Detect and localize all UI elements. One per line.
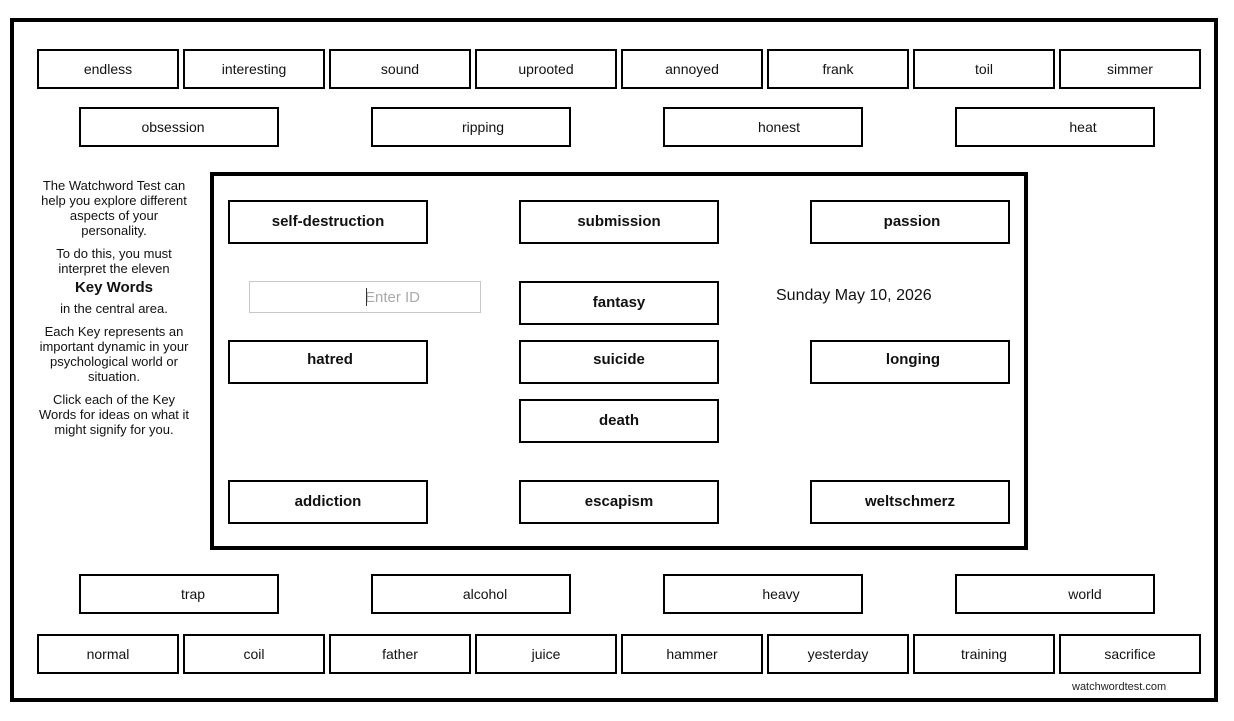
word-label: ripping <box>461 119 505 135</box>
key-word-label: longing <box>885 350 941 368</box>
word-button[interactable]: heat <box>955 107 1155 147</box>
key-word-label: passion <box>883 212 941 230</box>
word-label: heat <box>1069 119 1097 135</box>
word-label: coil <box>243 646 265 662</box>
word-button[interactable]: yesterday <box>767 634 909 674</box>
word-label: uprooted <box>518 61 574 77</box>
word-label: training <box>961 646 1007 662</box>
key-word-death[interactable]: death <box>519 399 719 443</box>
word-label: world <box>1068 586 1102 602</box>
word-button[interactable]: training <box>913 634 1055 674</box>
word-button[interactable]: coil <box>183 634 325 674</box>
word-button[interactable]: frank <box>767 49 909 89</box>
word-label: trap <box>180 586 206 602</box>
word-button[interactable]: father <box>329 634 471 674</box>
each-key-text: Each Key represents an important dynamic… <box>39 324 189 384</box>
key-word-longing[interactable]: longing <box>810 340 1010 384</box>
word-label: simmer <box>1107 61 1153 77</box>
word-label: yesterday <box>807 646 869 662</box>
word-label: annoyed <box>665 61 719 77</box>
word-label: interesting <box>221 61 287 77</box>
word-label: hammer <box>666 646 718 662</box>
key-word-submission[interactable]: submission <box>519 200 719 244</box>
text-caret <box>366 288 367 306</box>
word-label: endless <box>83 61 133 77</box>
key-word-label: death <box>598 411 639 429</box>
key-word-label: suicide <box>593 350 645 368</box>
word-button[interactable]: normal <box>37 634 179 674</box>
word-label: alcohol <box>462 586 508 602</box>
instruction-text: To do this, you must interpret the eleve… <box>56 246 172 276</box>
key-word-label: self-destruction <box>271 212 385 230</box>
word-button[interactable]: world <box>955 574 1155 614</box>
word-label: obsession <box>141 119 205 135</box>
word-button[interactable]: simmer <box>1059 49 1201 89</box>
word-button[interactable]: obsession <box>79 107 279 147</box>
word-label: juice <box>531 646 561 662</box>
word-button[interactable]: sound <box>329 49 471 89</box>
key-word-self-destruction[interactable]: self-destruction <box>228 200 428 244</box>
word-label: toil <box>975 61 993 77</box>
intro-text: The Watchword Test can help you explore … <box>41 178 187 238</box>
key-word-label: weltschmerz <box>864 492 956 510</box>
key-word-escapism[interactable]: escapism <box>519 480 719 524</box>
word-button[interactable]: sacrifice <box>1059 634 1201 674</box>
word-button[interactable]: trap <box>79 574 279 614</box>
word-button[interactable]: heavy <box>663 574 863 614</box>
instruction-text-end: in the central area. <box>60 301 168 316</box>
word-button[interactable]: endless <box>37 49 179 89</box>
word-label: frank <box>822 61 854 77</box>
word-button[interactable]: annoyed <box>621 49 763 89</box>
key-word-label: escapism <box>584 492 654 510</box>
word-button[interactable]: alcohol <box>371 574 571 614</box>
key-word-weltschmerz[interactable]: weltschmerz <box>810 480 1010 524</box>
key-word-label: hatred <box>307 350 353 368</box>
word-button[interactable]: ripping <box>371 107 571 147</box>
word-label: sound <box>380 61 420 77</box>
id-input[interactable] <box>249 281 481 313</box>
word-label: normal <box>86 646 130 662</box>
key-word-addiction[interactable]: addiction <box>228 480 428 524</box>
site-credit: watchwordtest.com <box>1072 681 1167 693</box>
word-button[interactable]: honest <box>663 107 863 147</box>
word-button[interactable]: juice <box>475 634 617 674</box>
key-word-fantasy[interactable]: fantasy <box>519 281 719 325</box>
word-label: honest <box>757 119 801 135</box>
word-label: sacrifice <box>1104 646 1156 662</box>
key-words-heading: Key Words <box>74 279 154 296</box>
key-word-label: fantasy <box>592 293 646 311</box>
instructions-panel: The Watchword Test can help you explore … <box>36 178 192 445</box>
word-button[interactable]: uprooted <box>475 49 617 89</box>
key-word-suicide[interactable]: suicide <box>519 340 719 384</box>
key-word-label: submission <box>577 212 661 230</box>
key-word-hatred[interactable]: hatred <box>228 340 428 384</box>
date-display: Sunday May 10, 2026 <box>776 287 932 304</box>
word-label: heavy <box>762 586 800 602</box>
word-label: father <box>382 646 418 662</box>
key-word-label: addiction <box>294 492 362 510</box>
word-button[interactable]: interesting <box>183 49 325 89</box>
click-hint-text: Click each of the Key Words for ideas on… <box>38 392 190 437</box>
key-word-passion[interactable]: passion <box>810 200 1010 244</box>
word-button[interactable]: toil <box>913 49 1055 89</box>
word-button[interactable]: hammer <box>621 634 763 674</box>
key-words-area <box>210 172 1028 550</box>
